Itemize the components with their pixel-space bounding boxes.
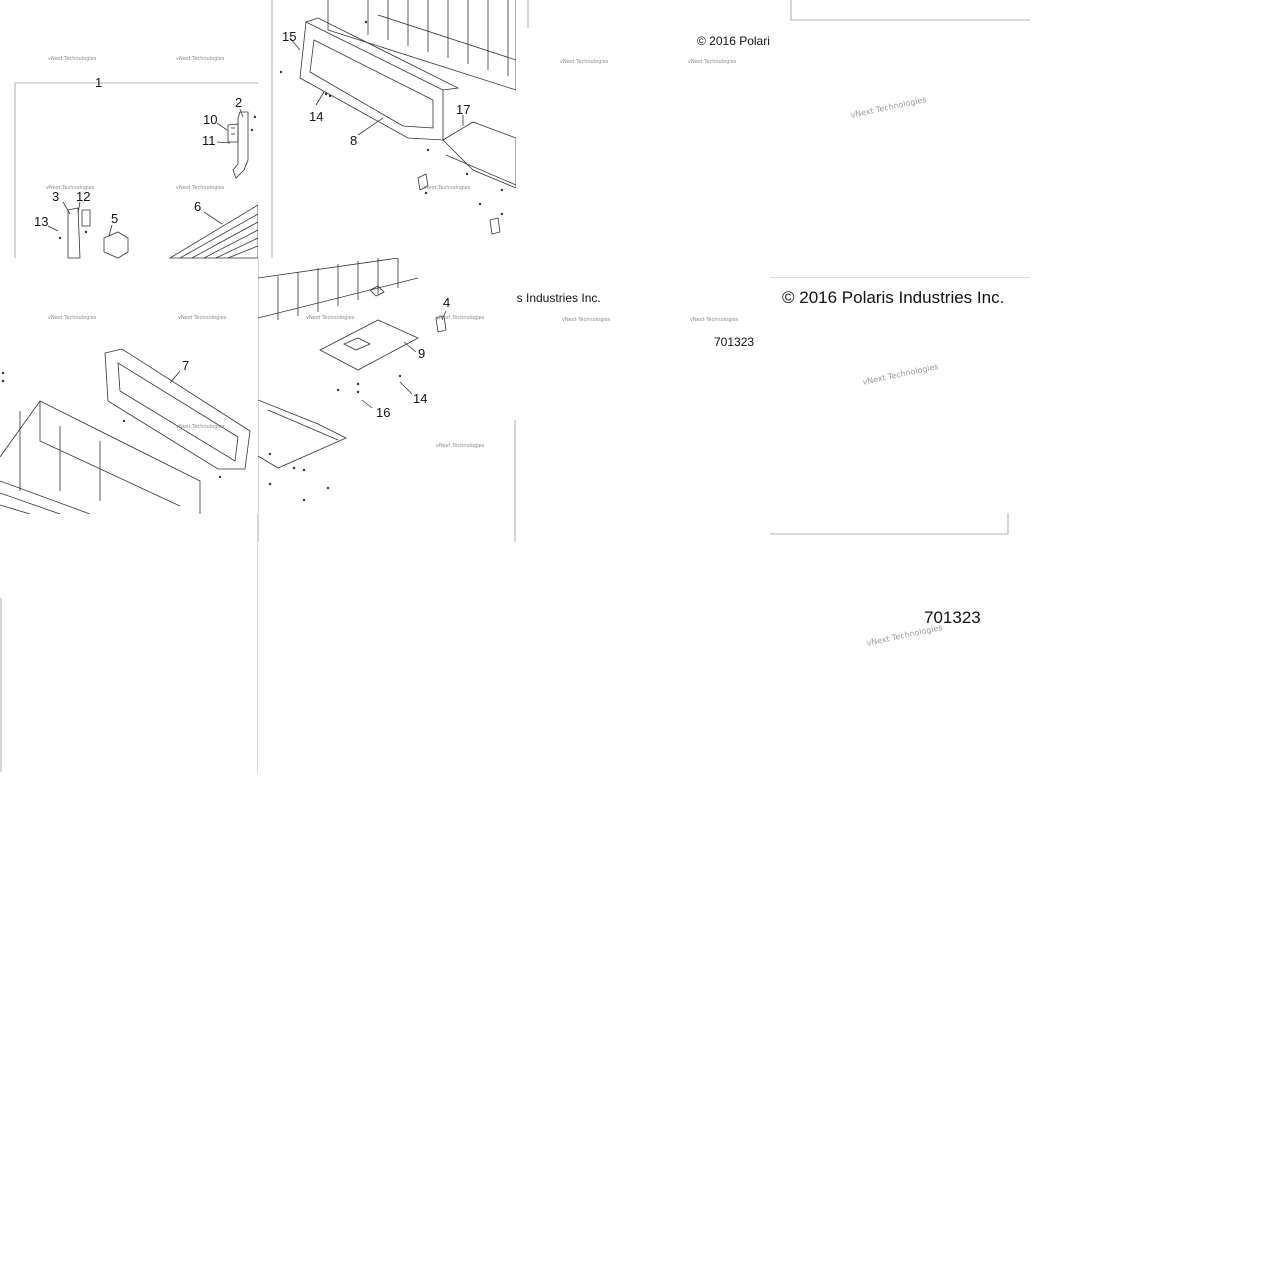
small-watermark: vNext Technologies [422, 185, 471, 191]
diagram-tile-right-top: vNext Technologies [774, 0, 1030, 258]
copyright-fragment: © 2016 Polari [697, 34, 770, 48]
small-watermark: vNext Technologies [306, 315, 355, 321]
callout-16: 16 [376, 405, 391, 420]
large-watermark: vNext Technologies [865, 622, 944, 649]
tile-middle-left-drawing [0, 348, 251, 514]
small-watermark: vNext Technologies [48, 315, 97, 321]
part-number-large: 701323 [924, 608, 981, 627]
small-watermark: vNext Technologies [46, 185, 95, 191]
callout-4: 4 [443, 295, 451, 310]
watermark-text: vNext Technologies [865, 622, 944, 648]
diagram-tile-top-band: © 2016 Polari vNext Technologies vNext T… [516, 0, 774, 90]
callout-1: 1 [95, 75, 103, 90]
diagram-tile-lower-left [0, 514, 258, 772]
callout-14: 14 [309, 109, 324, 124]
callout-3: 3 [52, 189, 60, 204]
small-watermark: vNext Technologies [48, 56, 97, 62]
callout-7: 7 [182, 358, 190, 373]
small-watermark: vNext Technologies [178, 315, 227, 321]
copyright-full: © 2016 Polaris Industries Inc. [782, 288, 1005, 307]
callout-8: 8 [350, 133, 358, 148]
callout-5: 5 [111, 211, 119, 226]
tile-top-band-drawing [527, 0, 529, 28]
tile-top-left-drawing [14, 82, 258, 259]
tile-right-top-drawing [790, 0, 1030, 21]
diagram-tile-middle-left: 7 vNext Technologies [0, 341, 258, 514]
callout-9: 9 [418, 346, 426, 361]
diagram-tile-right-middle: © 2016 Polaris Industries Inc. vNext Tec… [770, 277, 1030, 535]
tile-lower-left-drawing [0, 514, 258, 772]
callout-2: 2 [235, 95, 243, 110]
small-watermark: vNext Technologies [690, 317, 739, 323]
small-watermark: vNext Technologies [560, 59, 609, 65]
callout-15: 15 [282, 29, 297, 44]
diagram-tile-lower-right: 701323 vNext Technologies [774, 560, 1030, 700]
tile-right-middle-drawing [770, 277, 1030, 535]
callout-17: 17 [456, 102, 471, 117]
small-watermark: vNext Technologies [436, 315, 485, 321]
copyright-fragment: is Industries Inc. [516, 291, 601, 305]
callout-6: 6 [194, 199, 202, 214]
tile-center-drawing [258, 258, 516, 542]
diagram-tile-center: 4 9 14 16 vNext Technologies vNext Techn… [258, 258, 516, 542]
callout-11: 11 [202, 133, 216, 148]
callout-10: 10 [203, 112, 218, 127]
small-watermark: vNext Technologies [436, 443, 485, 449]
diagram-tile-top-middle: 15 14 8 17 vNext Technologies [258, 0, 516, 258]
callout-12: 12 [76, 189, 91, 204]
diagram-tile-top-left: 1 2 10 11 3 12 13 5 6 vNext Technologies… [0, 0, 258, 341]
diagram-tile-middle-band: is Industries Inc. 701323 vNext Technolo… [516, 258, 774, 378]
small-watermark: vNext Technologies [176, 424, 225, 430]
small-watermark: vNext Technologies [562, 317, 611, 323]
tile-top-middle-drawing [271, 0, 516, 258]
callout-14: 14 [413, 391, 428, 406]
small-watermark: vNext Technologies [176, 56, 225, 62]
part-number-small: 701323 [714, 335, 755, 349]
small-watermark: vNext Technologies [688, 59, 737, 65]
callout-13: 13 [34, 214, 49, 229]
small-watermark: vNext Technologies [176, 185, 225, 191]
